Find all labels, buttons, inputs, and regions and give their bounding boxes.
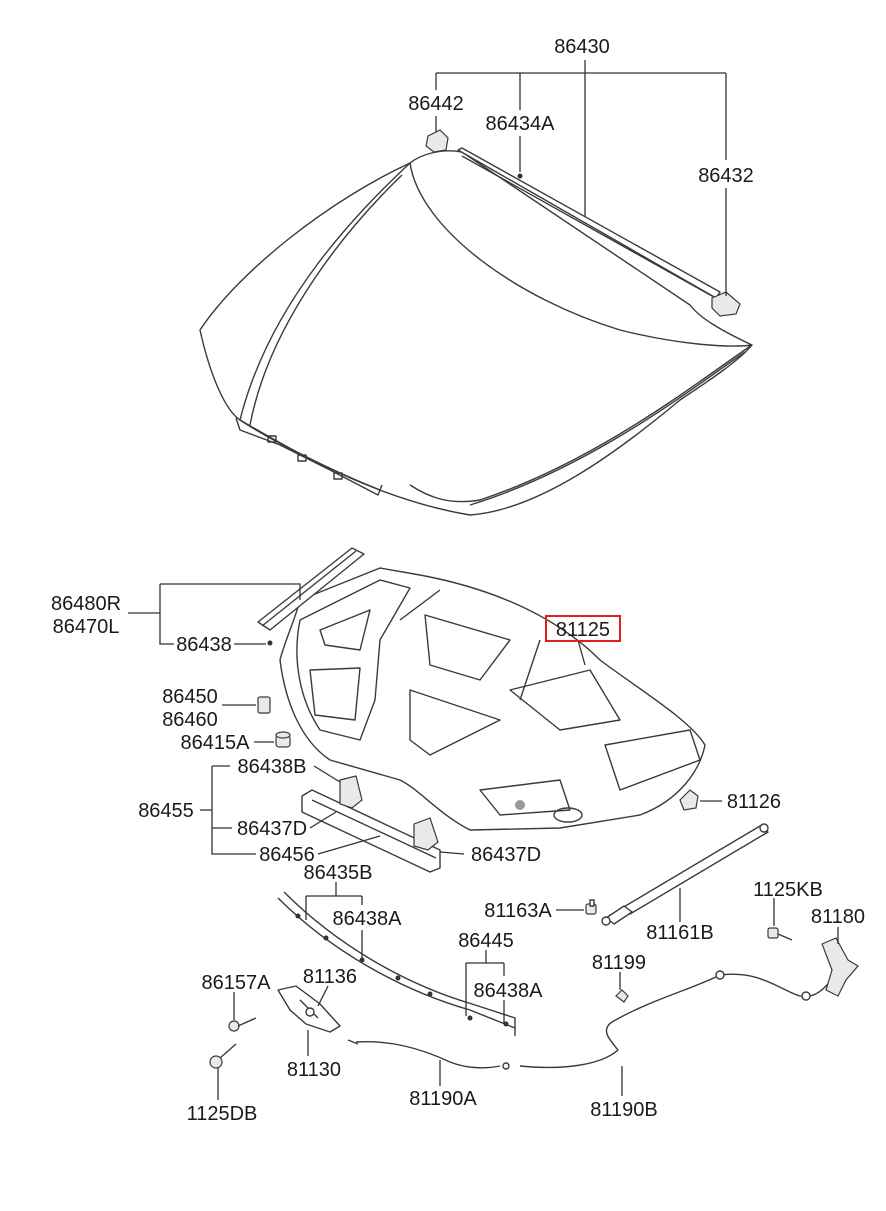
callout-86456: 86456 <box>259 844 315 866</box>
hood-bumper-part <box>257 696 271 714</box>
hood-lower-seal-part <box>277 891 516 1036</box>
hood-stopper-part <box>275 731 291 748</box>
ball-stud-81163A <box>585 899 597 915</box>
callout-86437d-right: 86437D <box>471 844 541 866</box>
callout-86434a: 86434A <box>486 113 556 135</box>
callout-81161b: 81161B <box>646 922 713 944</box>
callout-86157a: 86157A <box>202 972 272 994</box>
bolt-1125KB <box>767 927 793 941</box>
callout-86437d-left: 86437D <box>237 818 307 840</box>
release-handle-part <box>821 937 859 997</box>
callout-86445: 86445 <box>458 930 514 952</box>
callout-81163a: 81163A <box>484 900 552 922</box>
callout-86432: 86432 <box>698 165 754 187</box>
hood-seal-strip-part <box>257 547 365 631</box>
callout-86438: 86438 <box>176 634 232 656</box>
bolt-86157A <box>228 1017 257 1032</box>
callout-81126: 81126 <box>727 791 781 813</box>
seal-clip-86438 <box>267 640 273 646</box>
callout-86450: 86450 <box>162 686 218 708</box>
callout-81180: 81180 <box>811 906 865 928</box>
callout-86455: 86455 <box>138 800 194 822</box>
highlight-box-81125 <box>545 615 621 642</box>
callout-86438a-top: 86438A <box>333 908 403 930</box>
weatherstrip-rivet <box>517 173 523 179</box>
callout-81136: 81136 <box>303 966 357 988</box>
hood-gas-lifter-part <box>601 823 769 926</box>
hood-weatherstrip-part <box>457 147 721 299</box>
callout-1125db: 1125DB <box>187 1103 258 1125</box>
callout-labels: 86430 86442 86434A 86432 86480R 86470L 8… <box>51 36 865 1125</box>
hood-stay-bracket-part <box>301 775 441 873</box>
callout-86435b: 86435B <box>304 862 373 884</box>
callout-86442: 86442 <box>408 93 464 115</box>
hood-insulator-drawing <box>279 567 706 831</box>
callout-81125: 81125 <box>556 619 610 641</box>
release-cable-part <box>347 969 841 1070</box>
bolt-1125DB <box>209 1043 237 1069</box>
callout-1125kb: 1125KB <box>753 879 823 901</box>
callout-86460: 86460 <box>162 709 218 731</box>
callout-81190b: 81190B <box>590 1099 657 1121</box>
callout-86430: 86430 <box>554 36 610 58</box>
callout-86438b: 86438B <box>238 756 307 778</box>
clip-81199 <box>615 989 629 1003</box>
callout-81199: 81199 <box>592 952 646 974</box>
callout-86415a: 86415A <box>181 732 251 754</box>
weatherstrip-end-clip-left <box>425 129 449 153</box>
hood-panel-drawing <box>199 150 753 516</box>
callout-81190a: 81190A <box>409 1088 477 1110</box>
hood-rubber-81126 <box>679 789 699 811</box>
hood-latch-part <box>277 985 341 1033</box>
callout-86470l: 86470L <box>53 616 120 638</box>
leader-lines <box>128 60 839 1100</box>
callout-86438a-bottom: 86438A <box>474 980 544 1002</box>
callout-81130: 81130 <box>287 1059 341 1081</box>
callout-86480r: 86480R <box>51 593 121 615</box>
